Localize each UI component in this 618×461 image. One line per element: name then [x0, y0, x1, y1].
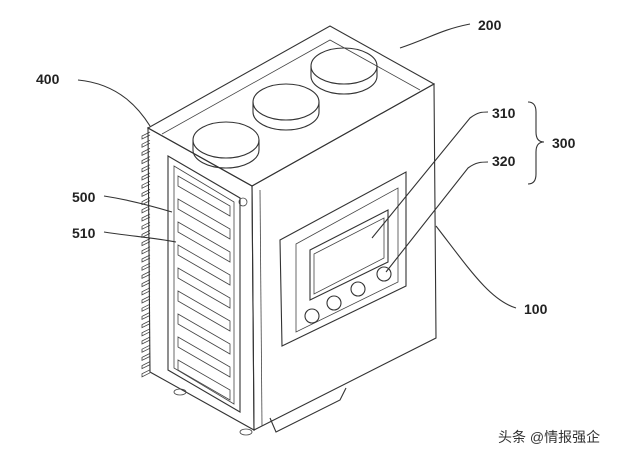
- label-500: 500: [72, 189, 96, 205]
- heat-sink-fin: [141, 369, 151, 378]
- louver-slot: [177, 221, 231, 263]
- heat-sink-fin: [141, 312, 151, 321]
- heat-sink-fin: [141, 287, 151, 296]
- housing-front-edge: [259, 189, 263, 427]
- louver-slot: [177, 198, 231, 240]
- heat-sink-fins: [141, 131, 151, 378]
- heat-sink-fin: [141, 164, 151, 173]
- base-foot: [173, 388, 187, 396]
- control-button: [350, 281, 366, 297]
- brace-300: [527, 101, 545, 185]
- heat-sink-fin: [141, 213, 151, 222]
- housing-top-rim: [161, 39, 421, 135]
- leader-510: [103, 231, 177, 243]
- panel-screw: [238, 197, 248, 207]
- leader-100: [435, 225, 517, 309]
- label-320: 320: [492, 153, 516, 169]
- louver-slot: [177, 290, 231, 332]
- louver-slot: [177, 313, 231, 355]
- housing-top-face: [146, 25, 436, 187]
- heat-sink-fin: [141, 246, 151, 255]
- heat-sink-fin: [141, 262, 151, 271]
- top-port-3: [310, 47, 378, 95]
- housing-base: [269, 387, 347, 433]
- top-port-1: [192, 121, 260, 169]
- louver-slot: [177, 359, 231, 401]
- heat-sink-fin: [141, 353, 151, 362]
- heat-sink-fin: [141, 131, 151, 140]
- heat-sink-fin: [141, 221, 151, 230]
- panel-louvers: [177, 175, 231, 401]
- heat-sink-fin: [141, 230, 151, 239]
- display-screen: [309, 209, 389, 301]
- control-buttons: [304, 266, 392, 324]
- label-200: 200: [478, 17, 502, 33]
- housing-left-face: [147, 127, 255, 431]
- base-foot: [239, 428, 253, 436]
- label-400: 400: [36, 71, 60, 87]
- louver-slot: [177, 175, 231, 217]
- control-button: [326, 295, 342, 311]
- heat-sink-fin: [141, 328, 151, 337]
- heat-sink-fin: [141, 320, 151, 329]
- louver-slot: [177, 336, 231, 378]
- label-300: 300: [552, 135, 576, 151]
- leader-200: [399, 23, 471, 49]
- control-button: [304, 308, 320, 324]
- heat-sink-fin: [141, 205, 151, 214]
- label-310: 310: [492, 105, 516, 121]
- heat-sink-fin: [141, 254, 151, 263]
- louver-slot: [177, 267, 231, 309]
- label-100: 100: [524, 301, 548, 317]
- leader-320: [385, 161, 489, 273]
- housing-front-face: [251, 83, 437, 431]
- heat-sink-fin: [141, 139, 151, 148]
- label-510: 510: [72, 225, 96, 241]
- heat-sink-fin: [141, 180, 151, 189]
- heat-sink-fin: [141, 344, 151, 353]
- heat-sink-fin: [141, 279, 151, 288]
- heat-sink-fin: [141, 172, 151, 181]
- heat-sink-fin: [141, 336, 151, 345]
- control-module-frame: [279, 171, 407, 347]
- heat-sink-fin: [141, 156, 151, 165]
- control-button: [376, 266, 392, 282]
- leader-310: [371, 111, 489, 239]
- watermark: 头条 @情报强企: [498, 429, 600, 445]
- heat-sink-fin: [141, 361, 151, 370]
- heat-sink-fin: [141, 238, 151, 247]
- leader-500: [103, 195, 173, 213]
- heat-sink-fin: [141, 189, 151, 198]
- side-panel: [167, 155, 241, 413]
- heat-sink-fin: [141, 148, 151, 157]
- leader-400: [77, 79, 151, 127]
- heat-sink-fin: [141, 197, 151, 206]
- side-panel-inner: [173, 165, 235, 405]
- heat-sink-fin: [141, 271, 151, 280]
- louver-slot: [177, 244, 231, 286]
- control-module-bezel: [295, 187, 399, 333]
- heat-sink-fin: [141, 295, 151, 304]
- heat-sink-fin: [141, 303, 151, 312]
- top-port-2: [252, 83, 320, 131]
- display-screen-inner: [313, 217, 385, 295]
